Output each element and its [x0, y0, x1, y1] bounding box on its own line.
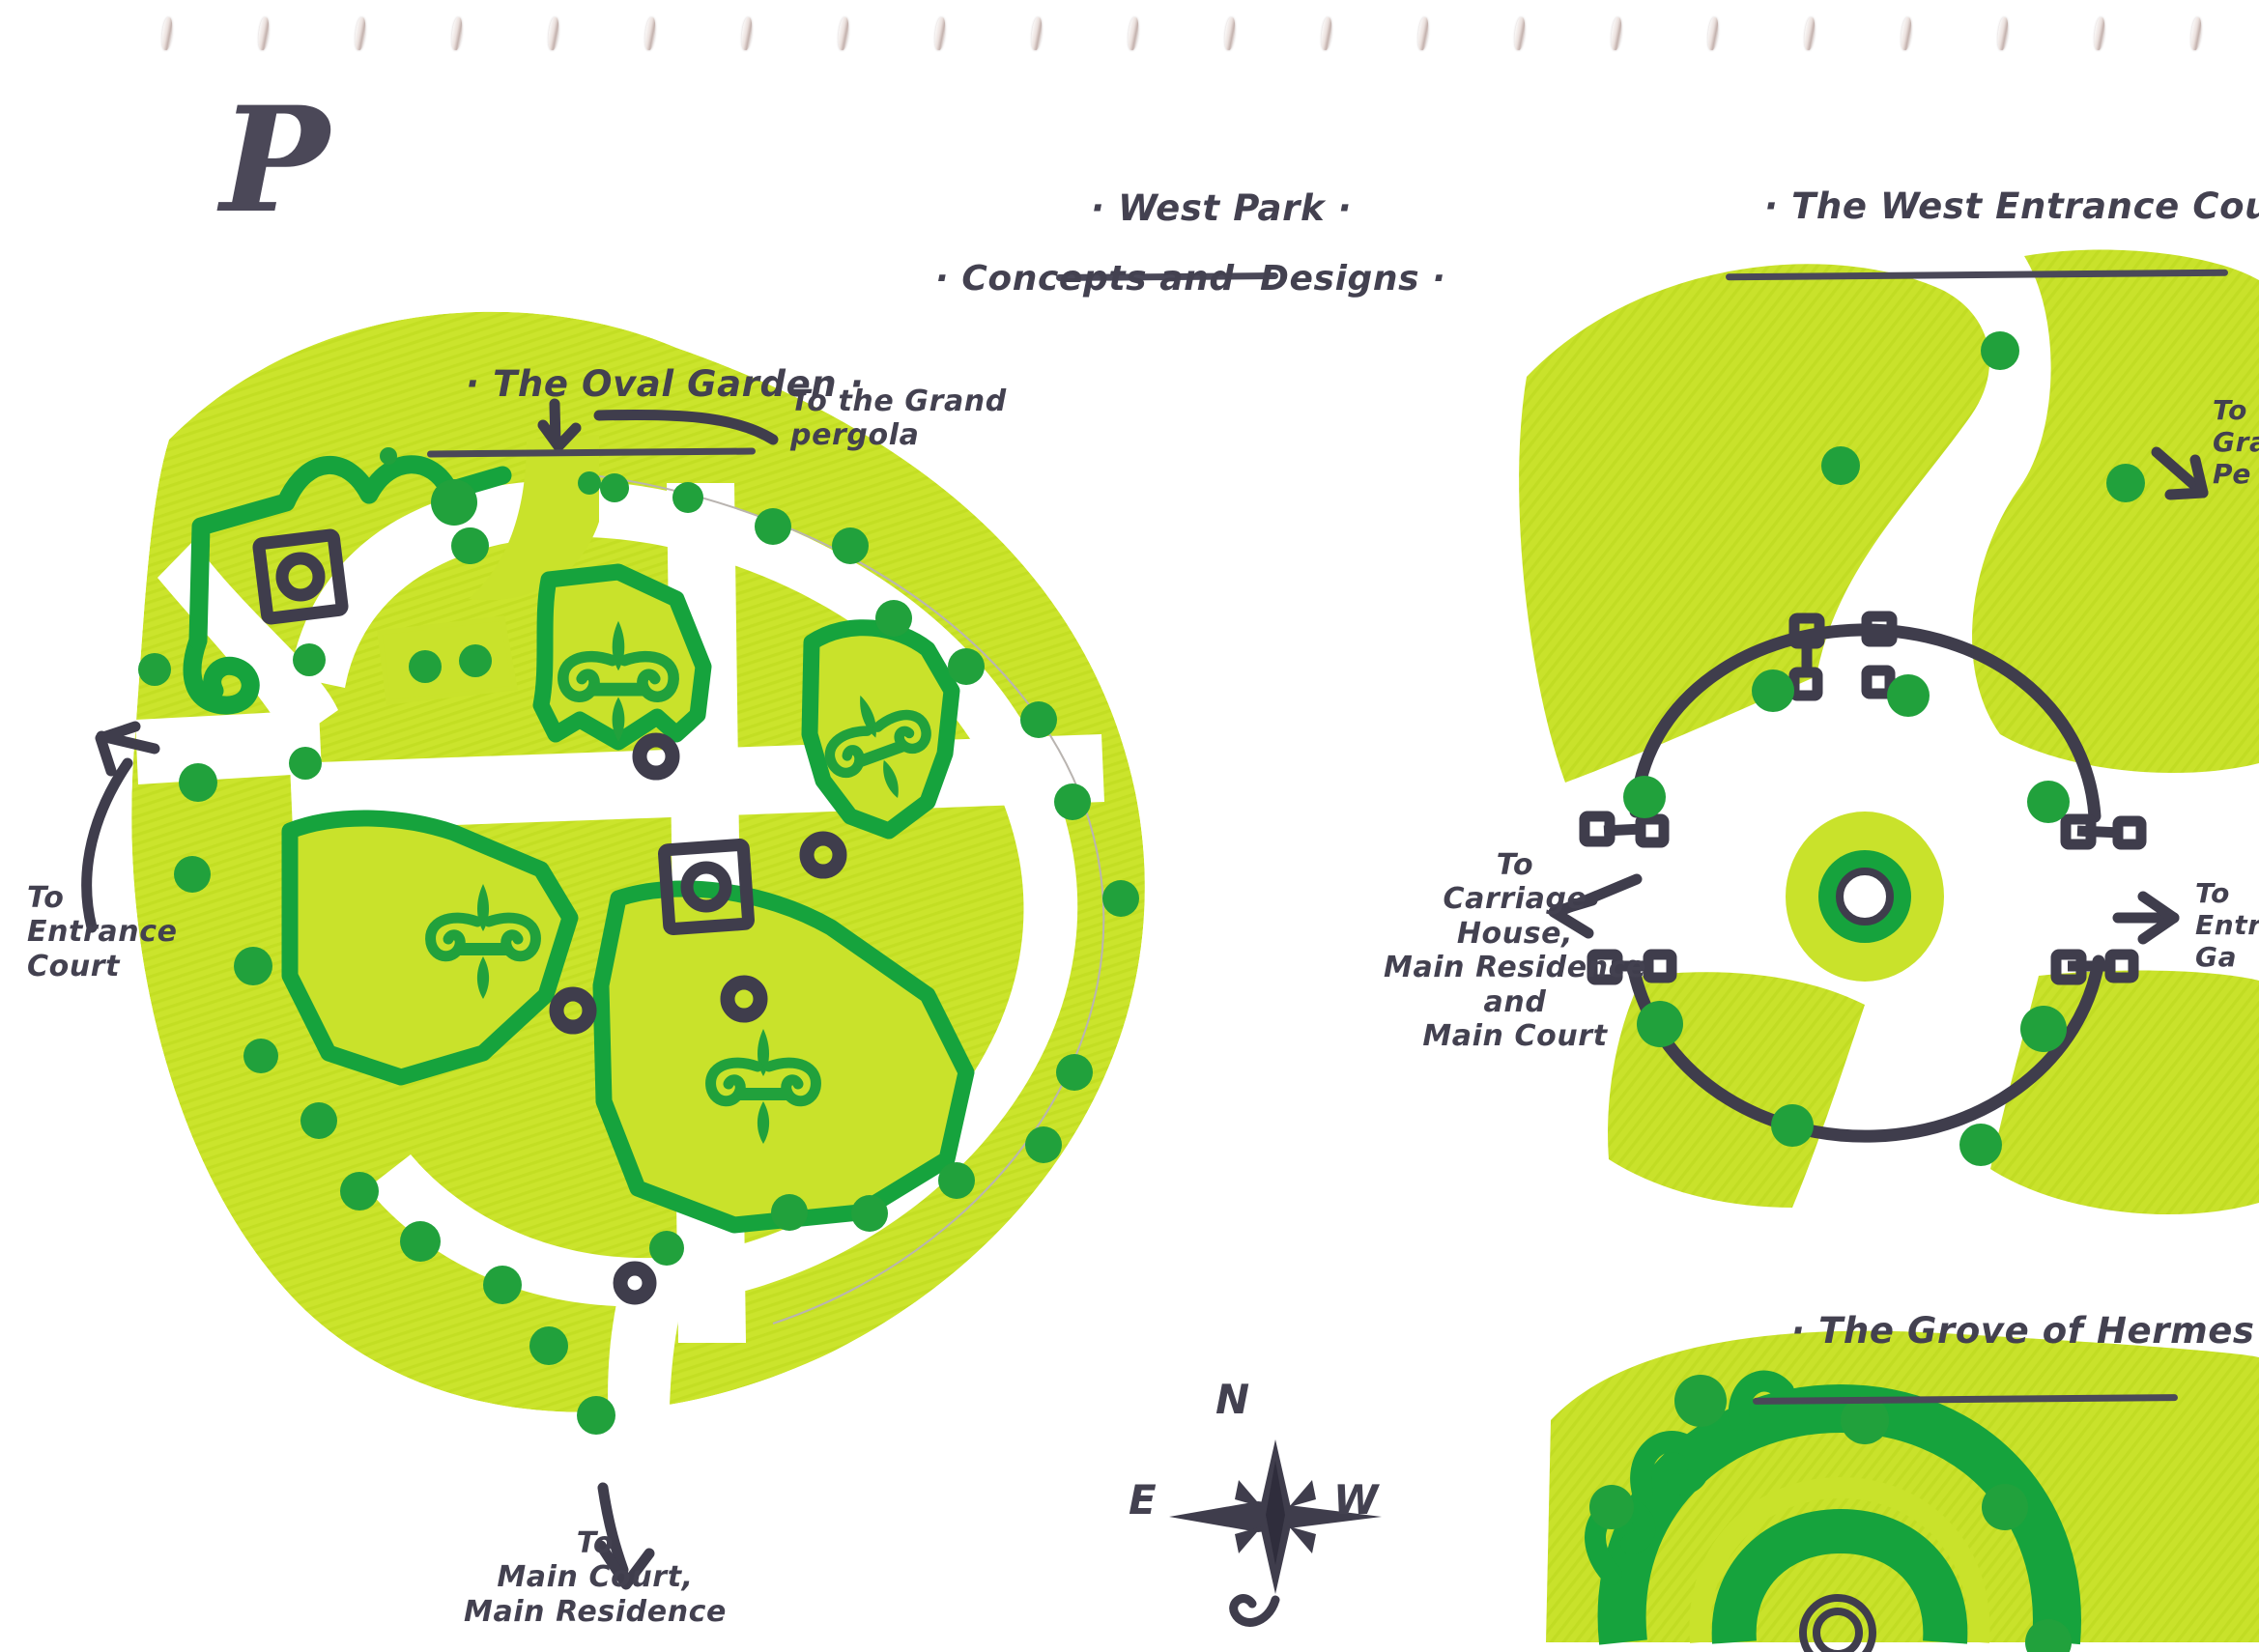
annotation-to-main-court: To Main Court, Main Residence	[464, 1526, 727, 1629]
oval-garden-underline	[426, 447, 757, 458]
northwest-parterre-bed	[377, 615, 518, 705]
west-entrance-court-drawing	[1519, 249, 2259, 1215]
binding-hole	[1900, 16, 1913, 51]
binding-hole	[257, 16, 271, 51]
binding-hole	[1223, 16, 1237, 51]
grove-of-hermes-heading-text: · The Grove of Hermes ·	[1790, 1309, 2259, 1352]
binding-hole	[160, 16, 174, 51]
grove-of-hermes-underline	[1752, 1394, 2179, 1405]
monogram-p: P	[220, 75, 329, 245]
central-pavilion-marker	[658, 839, 755, 935]
compass-north-label: N	[1215, 1376, 1250, 1423]
page-subtitle: · Concepts and Designs ·	[935, 259, 1446, 299]
binding-hole	[2189, 16, 2203, 51]
spiral-binding	[0, 0, 2259, 60]
binding-hole	[1706, 16, 1720, 51]
binding-hole	[1513, 16, 1527, 51]
fleur-de-lis-motifs	[425, 620, 931, 1144]
binding-hole	[547, 16, 560, 51]
binding-hole	[1320, 16, 1333, 51]
annotation-to-grand-pergola-right: To Gra Pe	[2213, 394, 2259, 491]
binding-hole	[1127, 16, 1140, 51]
binding-hole	[740, 16, 754, 51]
binding-hole	[1416, 16, 1430, 51]
west-entrance-court-heading-text: · The West Entrance Court ·	[1763, 185, 2259, 227]
oval-garden-heading-text: · The Oval Garden ·	[465, 362, 865, 405]
binding-hole	[643, 16, 657, 51]
binding-hole	[1803, 16, 1816, 51]
northwest-pavilion-marker	[252, 528, 349, 625]
parterre-beds	[281, 563, 975, 1234]
binding-hole	[1030, 16, 1044, 51]
page-title-text: · West Park ·	[1090, 186, 1353, 229]
binding-hole	[1610, 16, 1623, 51]
compass-east-label: E	[1129, 1476, 1158, 1524]
railing-gate-piers	[1579, 611, 2147, 985]
page-title: · West Park ·	[1039, 145, 1352, 364]
west-entrance-court-underline	[1725, 269, 2229, 281]
entrance-court-trees	[1623, 331, 2145, 1166]
binding-hole	[354, 16, 367, 51]
entrance-court-roundabout	[1786, 812, 1944, 982]
binding-hole	[2093, 16, 2106, 51]
binding-hole	[933, 16, 947, 51]
annotation-to-grand-pergola: To the Grand pergola	[790, 385, 1007, 453]
binding-hole	[1996, 16, 2010, 51]
annotation-to-carriage-house: To Carriage House, Main Residence and Ma…	[1384, 848, 1646, 1053]
compass-rose	[1169, 1439, 1382, 1627]
west-entrance-court-heading: · The West Entrance Court ·	[1712, 143, 2259, 362]
oval-garden-heading: · The Oval Garden ·	[414, 321, 864, 540]
grove-of-hermes-heading: · The Grove of Hermes ·	[1739, 1267, 2259, 1487]
annotation-to-entrance-court: To Entrance Court	[27, 881, 178, 983]
hermes-plinth-marker	[1799, 1594, 1876, 1652]
oval-garden-paths	[135, 480, 1104, 1546]
compass-west-label: W	[1333, 1476, 1379, 1524]
annotation-to-entrance-gates-right: To Entra Ga	[2195, 877, 2259, 974]
fountain-markers	[549, 732, 847, 1305]
binding-hole	[837, 16, 850, 51]
specimen-trees	[138, 473, 1139, 1435]
binding-hole	[450, 16, 464, 51]
pencil-guideline	[543, 470, 1105, 1324]
